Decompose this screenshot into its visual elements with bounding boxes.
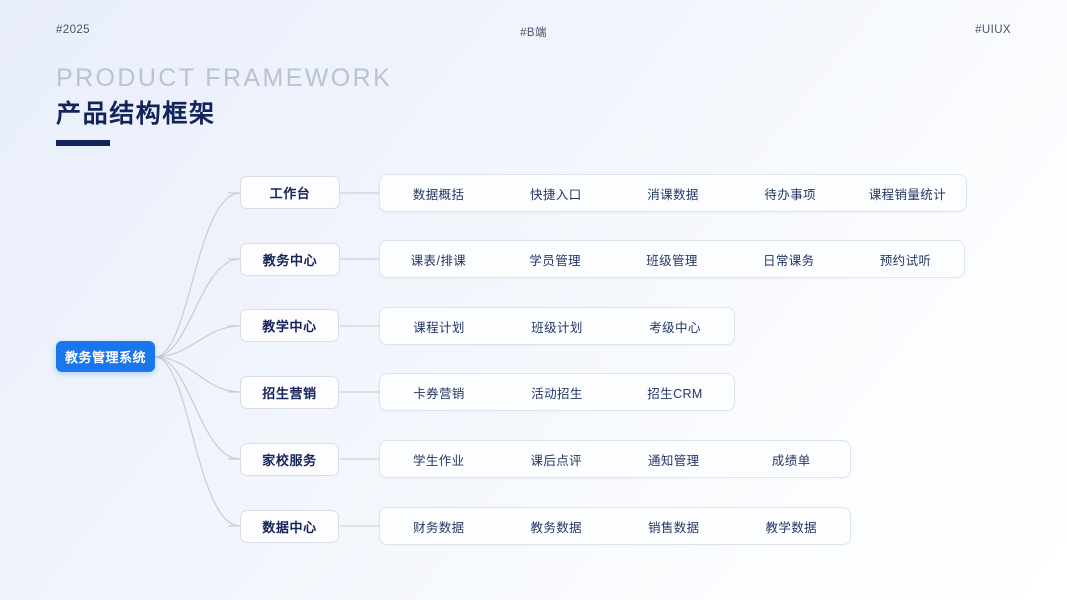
root-node[interactable]: 教务管理系统 bbox=[56, 341, 155, 372]
page-title: PRODUCT FRAMEWORK 产品结构框架 bbox=[56, 62, 392, 146]
leaf-group-5: 学生作业 课后点评 通知管理 成绩单 bbox=[379, 440, 851, 478]
tag-category: #B端 bbox=[520, 27, 547, 39]
leaf-item[interactable]: 快捷入口 bbox=[530, 187, 582, 202]
tag-year: #2025 bbox=[56, 24, 90, 36]
leaf-item[interactable]: 课程销量统计 bbox=[868, 187, 947, 202]
tag-uiux: #UIUX bbox=[975, 24, 1011, 36]
leaf-item[interactable]: 学员管理 bbox=[529, 253, 581, 268]
branch-node-3[interactable]: 教学中心 bbox=[240, 309, 339, 342]
leaf-item[interactable]: 课后点评 bbox=[530, 453, 583, 468]
leaf-item[interactable]: 课表/排课 bbox=[410, 253, 467, 268]
leaf-item[interactable]: 财务数据 bbox=[412, 520, 465, 535]
branch-node-5[interactable]: 家校服务 bbox=[240, 443, 339, 476]
leaf-item[interactable]: 考级中心 bbox=[649, 320, 701, 335]
leaf-item[interactable]: 课程计划 bbox=[413, 320, 465, 335]
leaf-item[interactable]: 销售数据 bbox=[647, 520, 700, 535]
title-underline-rule bbox=[56, 140, 110, 146]
page-title-chinese: 产品结构框架 bbox=[56, 100, 216, 128]
leaf-group-3: 课程计划 班级计划 考级中心 bbox=[379, 307, 735, 345]
leaf-group-2: 课表/排课 学员管理 班级管理 日常课务 预约试听 bbox=[379, 240, 965, 278]
leaf-item[interactable]: 预约试听 bbox=[879, 253, 932, 268]
leaf-item[interactable]: 班级计划 bbox=[531, 320, 583, 335]
leaf-item[interactable]: 数据概括 bbox=[412, 187, 465, 202]
leaf-item[interactable]: 成绩单 bbox=[771, 453, 811, 468]
leaf-item[interactable]: 日常课务 bbox=[762, 253, 815, 268]
branch-node-4[interactable]: 招生营销 bbox=[240, 376, 339, 409]
leaf-item[interactable]: 待办事项 bbox=[764, 187, 817, 202]
leaf-item[interactable]: 教务数据 bbox=[530, 520, 583, 535]
tag-row: #2025 #B端 #UIUX bbox=[0, 24, 1067, 42]
branch-node-1[interactable]: 工作台 bbox=[240, 176, 340, 209]
leaf-item[interactable]: 活动招生 bbox=[531, 386, 583, 401]
leaf-group-1: 数据概括 快捷入口 消课数据 待办事项 课程销量统计 bbox=[379, 174, 967, 212]
page-title-english: PRODUCT FRAMEWORK bbox=[56, 64, 393, 92]
leaf-item[interactable]: 卡券营销 bbox=[413, 386, 465, 401]
leaf-item[interactable]: 班级管理 bbox=[646, 253, 698, 268]
leaf-item[interactable]: 消课数据 bbox=[647, 187, 699, 202]
leaf-item[interactable]: 招生CRM bbox=[647, 386, 703, 401]
leaf-group-6: 财务数据 教务数据 销售数据 教学数据 bbox=[379, 507, 851, 545]
branch-node-6[interactable]: 数据中心 bbox=[240, 510, 339, 543]
leaf-group-4: 卡券营销 活动招生 招生CRM bbox=[379, 373, 735, 411]
branch-node-2[interactable]: 教务中心 bbox=[240, 243, 340, 276]
leaf-item[interactable]: 学生作业 bbox=[412, 453, 465, 468]
leaf-item[interactable]: 教学数据 bbox=[765, 520, 818, 535]
leaf-item[interactable]: 通知管理 bbox=[647, 453, 700, 468]
